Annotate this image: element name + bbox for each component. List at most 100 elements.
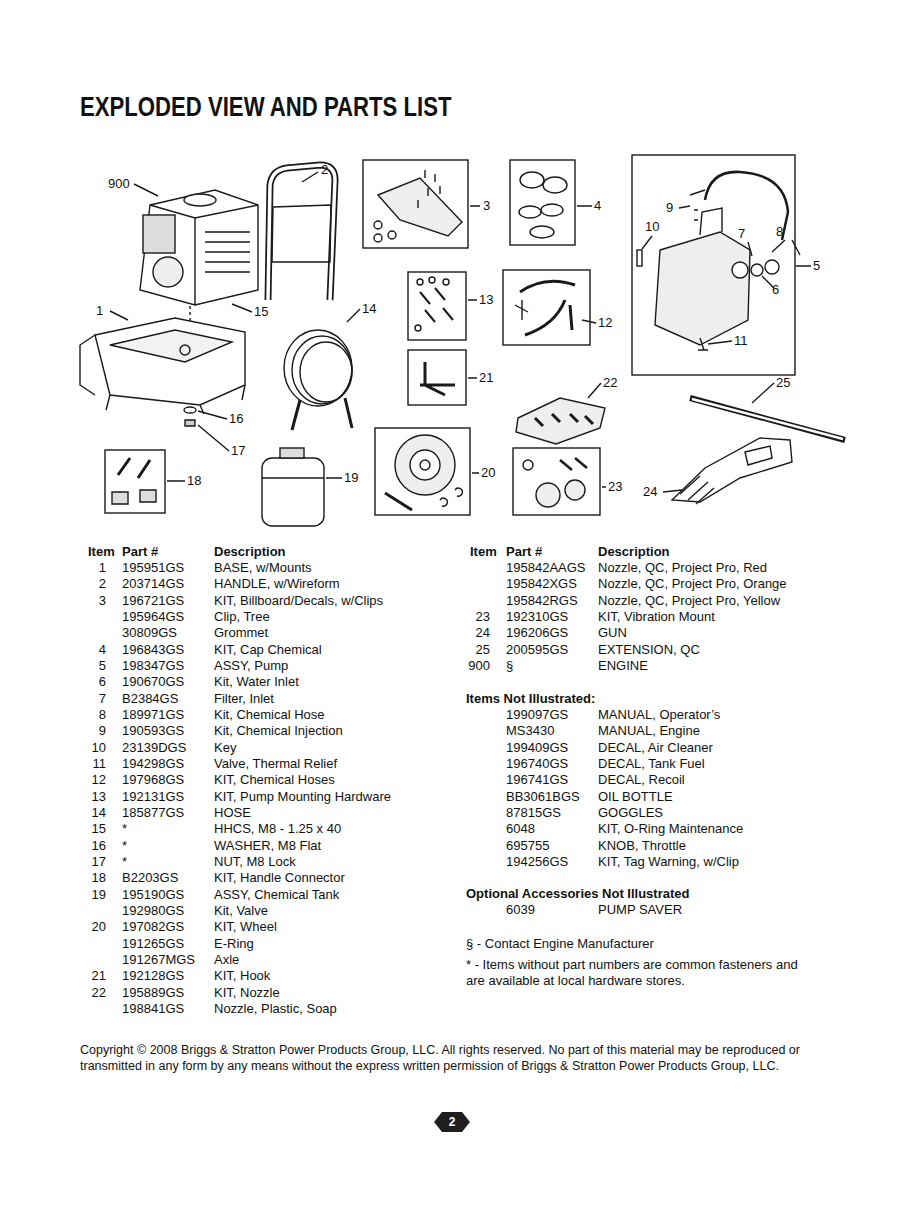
handle-tube-inner <box>268 165 335 300</box>
part-number: B2203GS <box>122 870 178 886</box>
item-number: 17 <box>92 854 106 870</box>
table-header: Part # <box>506 544 542 560</box>
item-number: 5 <box>99 658 106 674</box>
item-number: 12 <box>92 772 106 788</box>
part-number: 196721GS <box>122 593 184 609</box>
base-frame <box>95 318 245 405</box>
item-number: 3 <box>99 593 106 609</box>
washer <box>429 277 435 283</box>
inset-box <box>510 160 575 245</box>
item-number: 18 <box>92 870 106 886</box>
callout-number: 12 <box>598 315 612 331</box>
inlet-filter <box>751 264 763 276</box>
callout-number: 6 <box>772 282 779 298</box>
illustration <box>80 155 845 526</box>
callout-number: 4 <box>594 198 601 214</box>
air-cleaner <box>143 215 175 253</box>
table-header: Item <box>470 544 497 560</box>
item-number: 4 <box>99 642 106 658</box>
hose-coil <box>284 330 352 406</box>
part-description: DECAL, Tank Fuel <box>598 756 705 772</box>
nozzle-tray <box>516 398 605 444</box>
part-description: KIT, Tag Warning, w/Clip <box>598 854 739 870</box>
part-number: 192131GS <box>122 789 184 805</box>
leader-line <box>110 172 811 492</box>
item-number: 6 <box>99 674 106 690</box>
part-number: 30809GS <box>122 625 177 641</box>
part-description: HOSE <box>214 805 251 821</box>
section-heading: Items Not Illustrated: <box>466 691 595 707</box>
part-number: * <box>122 854 127 870</box>
callout-number: 16 <box>229 411 243 427</box>
washer <box>184 407 196 413</box>
pump-body <box>655 232 750 345</box>
callout-number: 15 <box>254 304 268 320</box>
recoil-starter <box>153 257 183 287</box>
item-number: 1 <box>99 560 106 576</box>
callout-number: 17 <box>231 443 245 459</box>
item-number: 14 <box>92 805 106 821</box>
part-description: PUMP SAVER <box>598 902 682 918</box>
part-description: KNOB, Throttle <box>598 838 686 854</box>
part-number: 23139DGS <box>122 740 186 756</box>
part-number: 195190GS <box>122 887 184 903</box>
screws <box>418 170 440 208</box>
section-heading: Optional Accessories Not Illustrated <box>466 886 689 902</box>
part-description: MANUAL, Engine <box>598 723 700 739</box>
inset-box <box>503 270 590 345</box>
part-number: 191267MGS <box>122 952 195 968</box>
inset-box <box>408 272 466 340</box>
inset-box <box>375 428 470 515</box>
handle-tube <box>268 165 335 300</box>
part-description: HHCS, M8 - 1.25 x 40 <box>214 821 341 837</box>
page-number: 2 <box>434 1112 470 1132</box>
relief-valve <box>698 338 708 350</box>
page-number-badge: 2 <box>434 1112 470 1132</box>
part-number: 87815GS <box>506 805 561 821</box>
fuel-cap <box>184 194 216 206</box>
washer <box>417 279 423 285</box>
part-number: 203714GS <box>122 576 184 592</box>
chemical-hoses <box>520 281 575 335</box>
table-header: Part # <box>122 544 158 560</box>
part-description: Key <box>214 740 236 756</box>
inset-box <box>105 450 165 513</box>
hose-end <box>292 398 352 430</box>
mount-hole <box>180 345 190 355</box>
spray-gun <box>672 438 792 502</box>
part-description: Nozzle, QC, Project Pro, Yellow <box>598 593 780 609</box>
lock-nut <box>185 420 195 426</box>
bolts <box>420 288 453 322</box>
part-description: GOGGLES <box>598 805 663 821</box>
part-number: 195842XGS <box>506 576 577 592</box>
part-number: 6048 <box>506 821 535 837</box>
part-number: 185877GS <box>122 805 184 821</box>
part-description: HANDLE, w/Wireform <box>214 576 340 592</box>
tank-strap <box>262 477 324 478</box>
part-number: 195951GS <box>122 560 184 576</box>
callout-number: 10 <box>645 219 659 235</box>
wheel-tire <box>395 435 455 495</box>
part-description: KIT, Pump Mounting Hardware <box>214 789 391 805</box>
item-number: 15 <box>92 821 106 837</box>
part-description: KIT, Chemical Hoses <box>214 772 335 788</box>
part-description: Nozzle, QC, Project Pro, Orange <box>598 576 787 592</box>
inset-box <box>513 448 600 515</box>
part-number: 6039 <box>506 902 535 918</box>
part-description: E-Ring <box>214 936 254 952</box>
wheel-rim <box>410 450 440 480</box>
page-title: EXPLODED VIEW AND PARTS LIST <box>80 92 451 123</box>
part-number: 194298GS <box>122 756 184 772</box>
base-rear-loop <box>80 335 245 414</box>
part-description: GUN <box>598 625 627 641</box>
part-number: 196741GS <box>506 772 568 788</box>
nozzles <box>535 414 593 426</box>
callout-number: 5 <box>813 258 820 274</box>
item-number: 10 <box>92 740 106 756</box>
callout-number: 21 <box>479 370 493 386</box>
item-number: 2 <box>99 576 106 592</box>
table-header: Description <box>214 544 286 560</box>
base-deck <box>110 330 232 362</box>
part-number: BB3061BGS <box>506 789 580 805</box>
part-description: Filter, Inlet <box>214 691 274 707</box>
